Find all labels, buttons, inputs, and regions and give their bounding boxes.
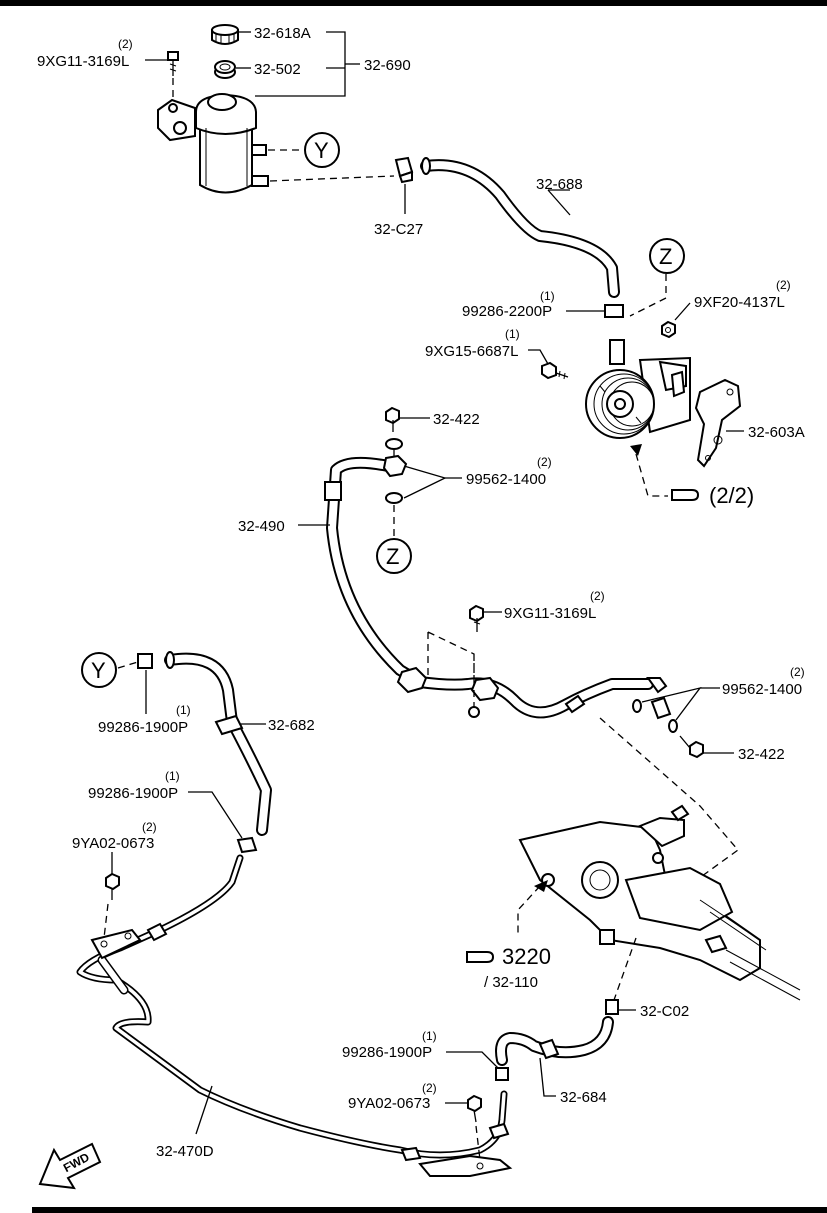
bolt-mid-label: 9XG11-3169L bbox=[504, 605, 596, 622]
cap-label: 32-618A bbox=[254, 25, 311, 42]
fwd-arrow-icon: FWD bbox=[38, 1142, 102, 1190]
clip-c27-label: 32-C27 bbox=[374, 221, 423, 238]
bolt-mid bbox=[469, 604, 484, 632]
hose-684 bbox=[495, 1016, 614, 1066]
hand-pointer-icon-2 bbox=[466, 951, 495, 963]
power-steering-pump bbox=[585, 339, 691, 439]
hose-684-label: 32-684 bbox=[560, 1089, 607, 1106]
bolt-0673-b-label: 9YA02-0673 bbox=[348, 1095, 430, 1112]
bolt-6687-label: 9XG15-6687L bbox=[425, 343, 518, 360]
bolt-6687 bbox=[541, 361, 569, 380]
bolt-422-a bbox=[385, 406, 400, 432]
clamp-1900-c-label: 99286-1900P bbox=[342, 1044, 432, 1061]
pressure-hose-label: 32-490 bbox=[238, 518, 285, 535]
reservoir-cap bbox=[211, 24, 239, 45]
bolt-422-a-label: 32-422 bbox=[433, 411, 480, 428]
hand-pointer-icon bbox=[671, 489, 700, 501]
washer-b-label: 99562-1400 bbox=[722, 681, 802, 698]
washer-b1 bbox=[632, 699, 642, 713]
nut-4137-label: 9XF20-4137L bbox=[694, 294, 785, 311]
suction-hose-label: 32-688 bbox=[536, 176, 583, 193]
bolt-top-label: 9XG11-3169L bbox=[37, 53, 129, 70]
reservoir-bolt bbox=[167, 51, 179, 100]
clip-c02-label: 32-C02 bbox=[640, 1003, 689, 1020]
callout-z-mid: Z bbox=[386, 544, 399, 569]
mid-bracket-hole bbox=[468, 706, 480, 718]
clamp-1900-a-qty: (1) bbox=[176, 703, 191, 717]
nut-4137-qty: (2) bbox=[776, 278, 791, 292]
reservoir-label: 32-690 bbox=[364, 57, 411, 74]
clamp-1900-b-qty: (1) bbox=[165, 769, 180, 783]
clamp-1900-c-qty: (1) bbox=[422, 1029, 437, 1043]
clamp-2200 bbox=[604, 304, 624, 318]
gear-ref-arrow-head bbox=[534, 880, 548, 892]
callout-y-top: Y bbox=[314, 138, 329, 163]
bolt-422-b bbox=[679, 735, 704, 759]
bottom-border bbox=[32, 1207, 827, 1213]
washer-b-qty: (2) bbox=[790, 665, 805, 679]
pressure-hose bbox=[324, 454, 672, 720]
ref-arrow-head bbox=[630, 444, 642, 456]
washer-b2 bbox=[668, 719, 678, 733]
washer-a1 bbox=[385, 438, 403, 450]
return-hose-label: 32-682 bbox=[268, 717, 315, 734]
return-pipe-label: 32-470D bbox=[156, 1143, 214, 1160]
clamp-1900-a bbox=[137, 653, 153, 669]
bolt-0673-a-label: 9YA02-0673 bbox=[72, 835, 154, 852]
callout-y-lower: Y bbox=[91, 658, 106, 683]
reservoir-gasket bbox=[214, 60, 236, 79]
return-hose bbox=[164, 651, 272, 836]
clamp-1900-c bbox=[495, 1067, 509, 1081]
bolt-top-qty: (2) bbox=[118, 37, 133, 51]
clamp-2200-label: 99286-2200P bbox=[462, 303, 552, 320]
bolt-422-b-label: 32-422 bbox=[738, 746, 785, 763]
gear-ref-sub-label: / 32-110 bbox=[484, 974, 538, 991]
return-pipe bbox=[76, 854, 513, 1177]
pump-bracket bbox=[694, 378, 742, 468]
top-border bbox=[0, 0, 827, 6]
gasket-label: 32-502 bbox=[254, 61, 301, 78]
clamp-2200-qty: (1) bbox=[540, 289, 555, 303]
callout-y-circle-lower bbox=[81, 652, 117, 688]
bolt-0673-b-qty: (2) bbox=[422, 1081, 437, 1095]
callout-z-top: Z bbox=[659, 244, 672, 269]
gear-ref-label: 3220 bbox=[502, 944, 551, 969]
bracket-label: 32-603A bbox=[748, 424, 805, 441]
callout-y-circle-top bbox=[304, 132, 340, 168]
callout-z-circle-mid bbox=[376, 538, 412, 574]
clamp-1900-a-label: 99286-1900P bbox=[98, 719, 188, 736]
ref-page-label: (2/2) bbox=[709, 483, 754, 508]
bolt-6687-qty: (1) bbox=[505, 327, 520, 341]
washer-a-qty: (2) bbox=[537, 455, 552, 469]
clip-c27 bbox=[394, 156, 414, 184]
nut-4137 bbox=[661, 320, 676, 339]
reservoir-tank bbox=[157, 93, 269, 194]
bolt-0673-b bbox=[467, 1094, 482, 1161]
callout-z-circle-top bbox=[649, 238, 685, 274]
bolt-0673-a-qty: (2) bbox=[142, 820, 157, 834]
bolt-0673-a bbox=[103, 872, 120, 939]
clamp-1900-b-label: 99286-1900P bbox=[88, 785, 178, 802]
washer-a2 bbox=[385, 492, 403, 504]
clamp-1900-b bbox=[236, 836, 258, 854]
steering-gear bbox=[518, 804, 801, 1001]
bolt-mid-qty: (2) bbox=[590, 589, 605, 603]
suction-hose bbox=[420, 157, 620, 298]
clip-c02 bbox=[605, 999, 619, 1015]
washer-a-label: 99562-1400 bbox=[466, 471, 546, 488]
